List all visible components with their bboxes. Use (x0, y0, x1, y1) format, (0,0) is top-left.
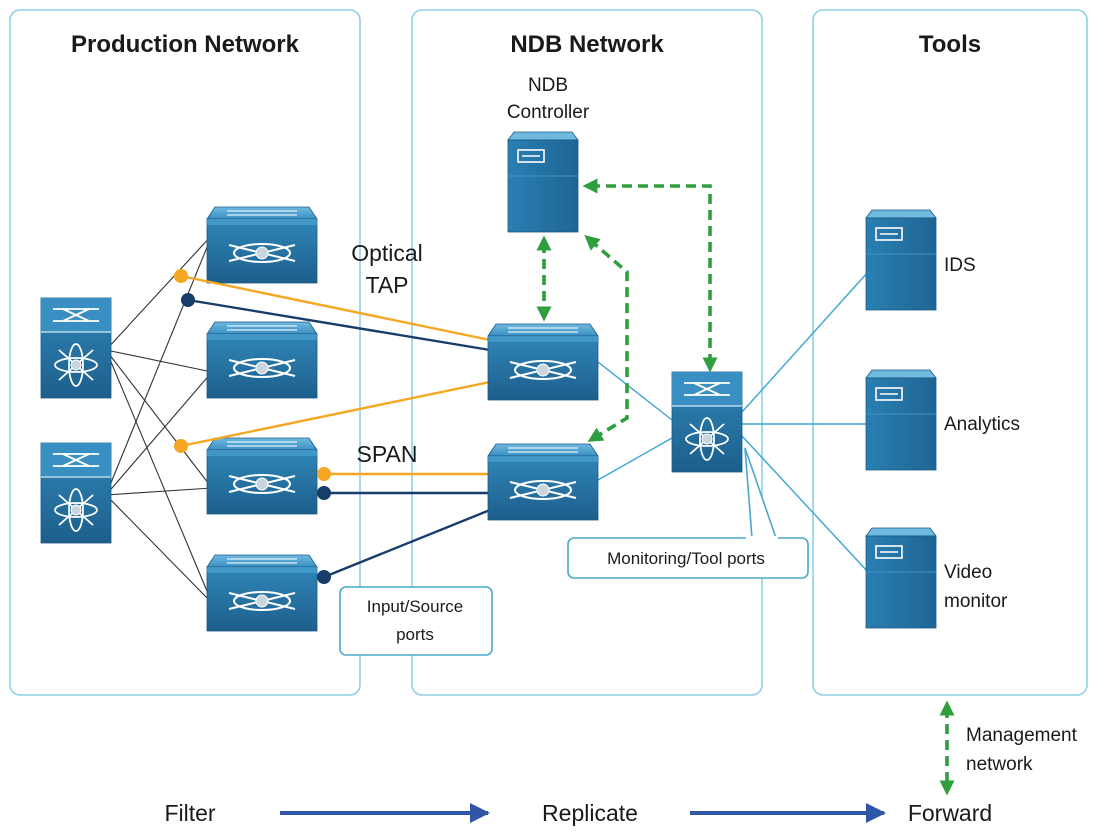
tap-points (174, 269, 331, 584)
input-source-ports-text-line1: Input/Source (367, 597, 463, 616)
tools-zone (812, 9, 1088, 696)
video-monitor-label-line2: monitor (944, 591, 1008, 612)
access-switch-icon-1 (206, 206, 318, 284)
access-switch-icon-4 (206, 554, 318, 632)
monitoring-tool-ports-callout: Monitoring/Tool ports (567, 447, 809, 579)
input-source-ports-text-line2: ports (396, 625, 434, 644)
core-switch-icon-2 (40, 442, 112, 544)
ndb-switch-icon-1 (487, 323, 599, 401)
production-network-title: Production Network (71, 31, 300, 58)
video-monitor-label-line1: Video (944, 562, 992, 583)
ids-server-icon (865, 209, 937, 311)
video-monitor-server-icon (865, 527, 937, 629)
ndb-switch-icon-2 (487, 443, 599, 521)
span-label: SPAN (357, 441, 418, 467)
ids-label: IDS (944, 255, 976, 276)
management-network-label-line2: network (966, 754, 1033, 775)
management-arrows (536, 178, 955, 796)
optical-tap-label-line2: TAP (365, 272, 408, 298)
ndb-controller-label-line2: Controller (507, 102, 590, 123)
ndb-controller-label-line1: NDB (528, 75, 568, 96)
input-source-ports-callout: Input/Source ports (339, 586, 493, 656)
analytics-label: Analytics (944, 414, 1020, 435)
access-switch-icon-3 (206, 437, 318, 515)
flow-step-replicate: Replicate (542, 800, 638, 826)
monitoring-tool-ports-text: Monitoring/Tool ports (607, 549, 765, 568)
tools-title: Tools (919, 31, 981, 58)
flow-step-forward: Forward (908, 800, 992, 826)
ndb-controller-server-icon (507, 131, 579, 233)
process-flow: Filter Replicate Forward (164, 800, 992, 826)
management-network-label-line1: Management (966, 725, 1078, 746)
optical-tap-label-line1: Optical (351, 240, 423, 266)
ndb-network-title: NDB Network (510, 31, 664, 58)
tap-span-links (180, 274, 491, 579)
core-switch-icon-1 (40, 297, 112, 399)
flow-step-filter: Filter (164, 800, 215, 826)
analytics-server-icon (865, 369, 937, 471)
access-switch-icon-2 (206, 321, 318, 399)
ndb-core-switch-icon (671, 371, 743, 473)
